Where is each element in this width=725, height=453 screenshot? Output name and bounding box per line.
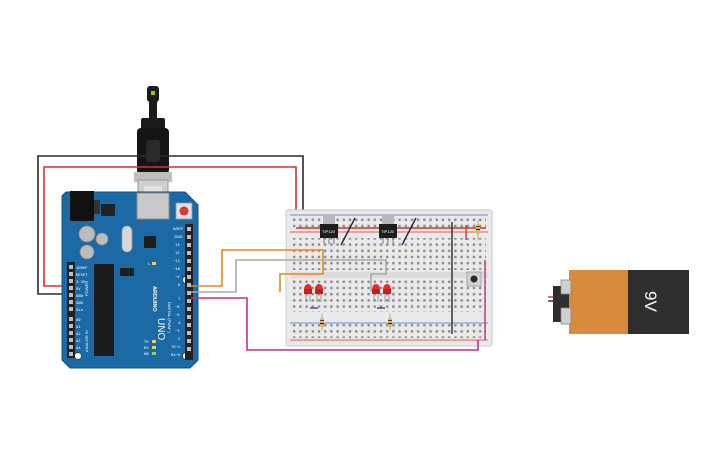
power-pin-label: RESET: [76, 272, 88, 277]
power-pin-label: GND: [76, 293, 84, 298]
capacitor: [78, 225, 96, 243]
arduino-brand-label: ARDUINO: [151, 286, 157, 312]
analog-pin-label: A5: [76, 352, 81, 357]
digital-pin-label: 2: [178, 336, 180, 341]
digital-pin-label: RX←0: [171, 352, 181, 357]
led-rx: [152, 346, 156, 349]
digital-pin-label: ~6: [175, 304, 180, 309]
analog-pin-label: A2: [76, 331, 81, 336]
led-label: ON: [144, 351, 149, 356]
capacitor: [79, 244, 95, 260]
battery-label: 9V: [641, 291, 660, 312]
usb-chip: [144, 236, 156, 248]
analog-pin-label: A1: [76, 324, 81, 329]
red-led[interactable]: [315, 284, 323, 302]
usb-port[interactable]: [136, 192, 170, 220]
digital-pin-label: ~5: [175, 312, 180, 317]
push-button[interactable]: [466, 271, 482, 287]
analog-pin-label: A0: [76, 317, 81, 322]
battery-terminal: [560, 279, 572, 295]
power-pin-label: IOREF: [76, 265, 88, 270]
led-l: [152, 262, 156, 265]
power-pin-label: Vin: [76, 307, 83, 312]
icsp-header: [120, 268, 134, 276]
resistor[interactable]: [388, 314, 392, 330]
gnd-label: GND: [174, 235, 183, 239]
digital-header-label: DIGITAL (PWM~): [167, 302, 172, 334]
digital-pin-label: 8: [178, 282, 181, 287]
red-led[interactable]: [304, 284, 312, 302]
red-led[interactable]: [372, 284, 380, 302]
capacitor: [95, 232, 109, 246]
digital-pin-label: 12: [175, 250, 180, 255]
power-header-label: POWER: [84, 281, 89, 296]
led-tx: [152, 340, 156, 343]
power-rail-bottom[interactable]: [292, 324, 486, 338]
digital-pin-label: ~11: [173, 258, 181, 263]
battery-9v[interactable]: 9V: [548, 270, 689, 334]
digital-pin-label: 7: [178, 296, 180, 301]
wire-magenta-button[interactable]: [191, 297, 479, 351]
transistor-label: TIP120: [322, 229, 336, 234]
aref-label: AREF: [173, 227, 184, 231]
arduino-model-label: UNO: [155, 318, 166, 340]
analog-pin-label: A4: [76, 345, 81, 350]
reset-button[interactable]: [175, 202, 193, 220]
wire-gray-signal[interactable]: [191, 259, 387, 293]
digital-pin-label: 13: [175, 242, 180, 247]
transistor-tip120-1[interactable]: TIP120: [320, 216, 338, 244]
led-label: RX: [144, 345, 149, 350]
wire-red-5v[interactable]: [43, 166, 297, 287]
power-pin-label: 5V: [76, 286, 81, 291]
wire-black-gnd[interactable]: [37, 155, 304, 295]
arduino-uno-board[interactable]: ARDUINO UNO DIGITAL (PWM~) POWER ANALOG …: [61, 191, 199, 369]
atmega-chip: [94, 264, 114, 356]
power-pin-label: 3.3V: [76, 279, 86, 284]
power-pin-label: GND: [76, 300, 84, 305]
led-label: L: [148, 261, 151, 266]
resistor[interactable]: [320, 314, 324, 330]
resistor[interactable]: [476, 220, 480, 240]
dc-power-jack[interactable]: [70, 191, 94, 221]
digital-pin-label: 4: [178, 320, 181, 325]
voltage-regulator: [101, 204, 115, 216]
terminal-strip-top[interactable]: [292, 238, 486, 270]
digital-pin-label: ~10: [173, 266, 181, 271]
wire-orange-signal[interactable]: [191, 249, 324, 292]
digital-pin-label: ~9: [175, 274, 180, 279]
transistor-tip120-2[interactable]: TIP120: [379, 216, 397, 244]
battery-terminal: [560, 307, 572, 325]
digital-pin-label: ~3: [175, 328, 180, 333]
led-label: TX: [144, 339, 149, 344]
digital-pin-label: TX→1: [171, 344, 181, 349]
transistor-label: TIP120: [381, 229, 395, 234]
analog-header-label: ANALOG IN: [84, 330, 89, 352]
led-on: [152, 352, 156, 355]
crystal-oscillator: [121, 225, 133, 253]
red-led[interactable]: [383, 284, 391, 302]
analog-pin-label: A3: [76, 338, 81, 343]
